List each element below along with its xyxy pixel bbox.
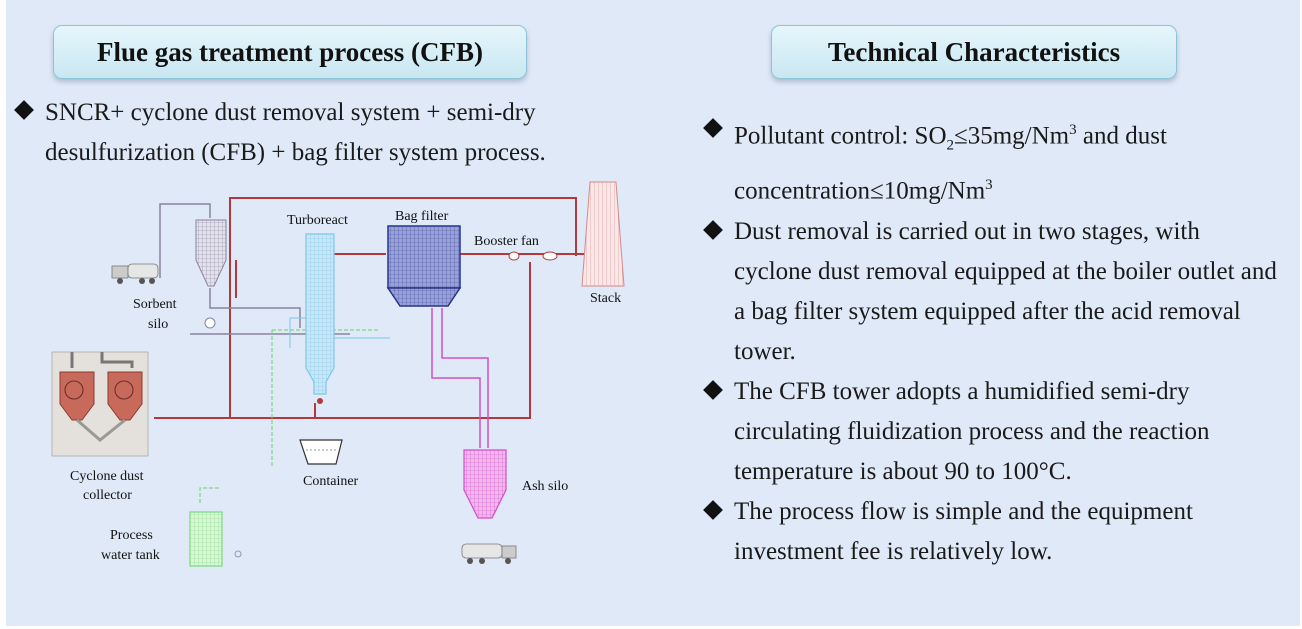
right-title-text: Technical Characteristics	[827, 36, 1121, 67]
bullet2-text: Dust removal is carried out in two stage…	[734, 217, 1277, 365]
label-sorbent-2: silo	[148, 317, 168, 332]
left-title-text: Flue gas treatment process (CFB)	[97, 36, 483, 67]
sorbent-silo	[195, 219, 227, 329]
diamond-bullet-icon	[703, 499, 723, 520]
bullet3-text: The CFB tower adopts a humidified semi-d…	[734, 377, 1210, 485]
right-bullet-3: The CFB tower adopts a humidified semi-d…	[700, 372, 1280, 492]
bullet1-sub: 2	[946, 137, 955, 154]
bullet4-text: The process flow is simple and the equip…	[734, 497, 1193, 565]
booster-fan-icon	[508, 251, 558, 261]
label-water-1: Process	[110, 528, 153, 543]
bullet1-sup1: 3	[1069, 122, 1077, 138]
label-ash-silo: Ash silo	[522, 479, 568, 494]
left-bullet-list: SNCR+ cyclone dust removal system + semi…	[11, 93, 611, 173]
bullet1-pre: Pollutant control: SO	[734, 122, 947, 150]
bullet1-mid: ≤35mg/Nm	[954, 122, 1070, 150]
left-bullet: SNCR+ cyclone dust removal system + semi…	[11, 93, 611, 173]
bullet1-sup2: 3	[985, 177, 993, 194]
stack	[581, 181, 625, 287]
right-bullet-4: The process flow is simple and the equip…	[700, 492, 1280, 572]
container-bin	[299, 439, 343, 465]
ash-truck-icon	[461, 543, 517, 564]
left-bullet-text: SNCR+ cyclone dust removal system + semi…	[45, 99, 546, 166]
bag-filter	[386, 225, 462, 307]
left-title: Flue gas treatment process (CFB)	[53, 25, 527, 79]
label-turboreact: Turboreact	[287, 213, 348, 228]
label-bag-filter: Bag filter	[395, 209, 449, 224]
label-water-2: water tank	[101, 548, 160, 563]
right-title: Technical Characteristics	[771, 25, 1177, 79]
label-sorbent-1: Sorbent	[133, 297, 177, 312]
right-bullet-2: Dust removal is carried out in two stage…	[700, 212, 1280, 372]
bullet1-post: and dust concentration≤10mg/Nm	[734, 122, 1167, 205]
process-diagram: Turboreact Bag filter Booster fan Stack …	[51, 181, 625, 567]
ash-silo	[463, 449, 507, 519]
diamond-bullet-icon	[703, 219, 723, 240]
turboreactor	[289, 233, 390, 404]
label-cyclone-2: collector	[83, 488, 132, 503]
cyclone-dust-collector	[51, 351, 149, 457]
right-bullet-1: Pollutant control: SO2≤35mg/Nm3 and dust…	[700, 110, 1280, 212]
diamond-bullet-icon	[703, 118, 723, 138]
sorbent-truck-icon	[111, 263, 159, 284]
label-stack: Stack	[590, 291, 621, 306]
process-water-tank	[189, 511, 242, 567]
diamond-bullet-icon	[703, 379, 723, 400]
slide: Flue gas treatment process (CFB) Technic…	[6, 0, 1300, 626]
label-booster-fan: Booster fan	[474, 234, 539, 249]
label-container: Container	[303, 474, 359, 489]
diamond-bullet-icon	[14, 100, 34, 120]
label-cyclone-1: Cyclone dust	[70, 469, 144, 484]
right-bullet-list: Pollutant control: SO2≤35mg/Nm3 and dust…	[700, 110, 1280, 572]
ash-line	[431, 308, 489, 448]
